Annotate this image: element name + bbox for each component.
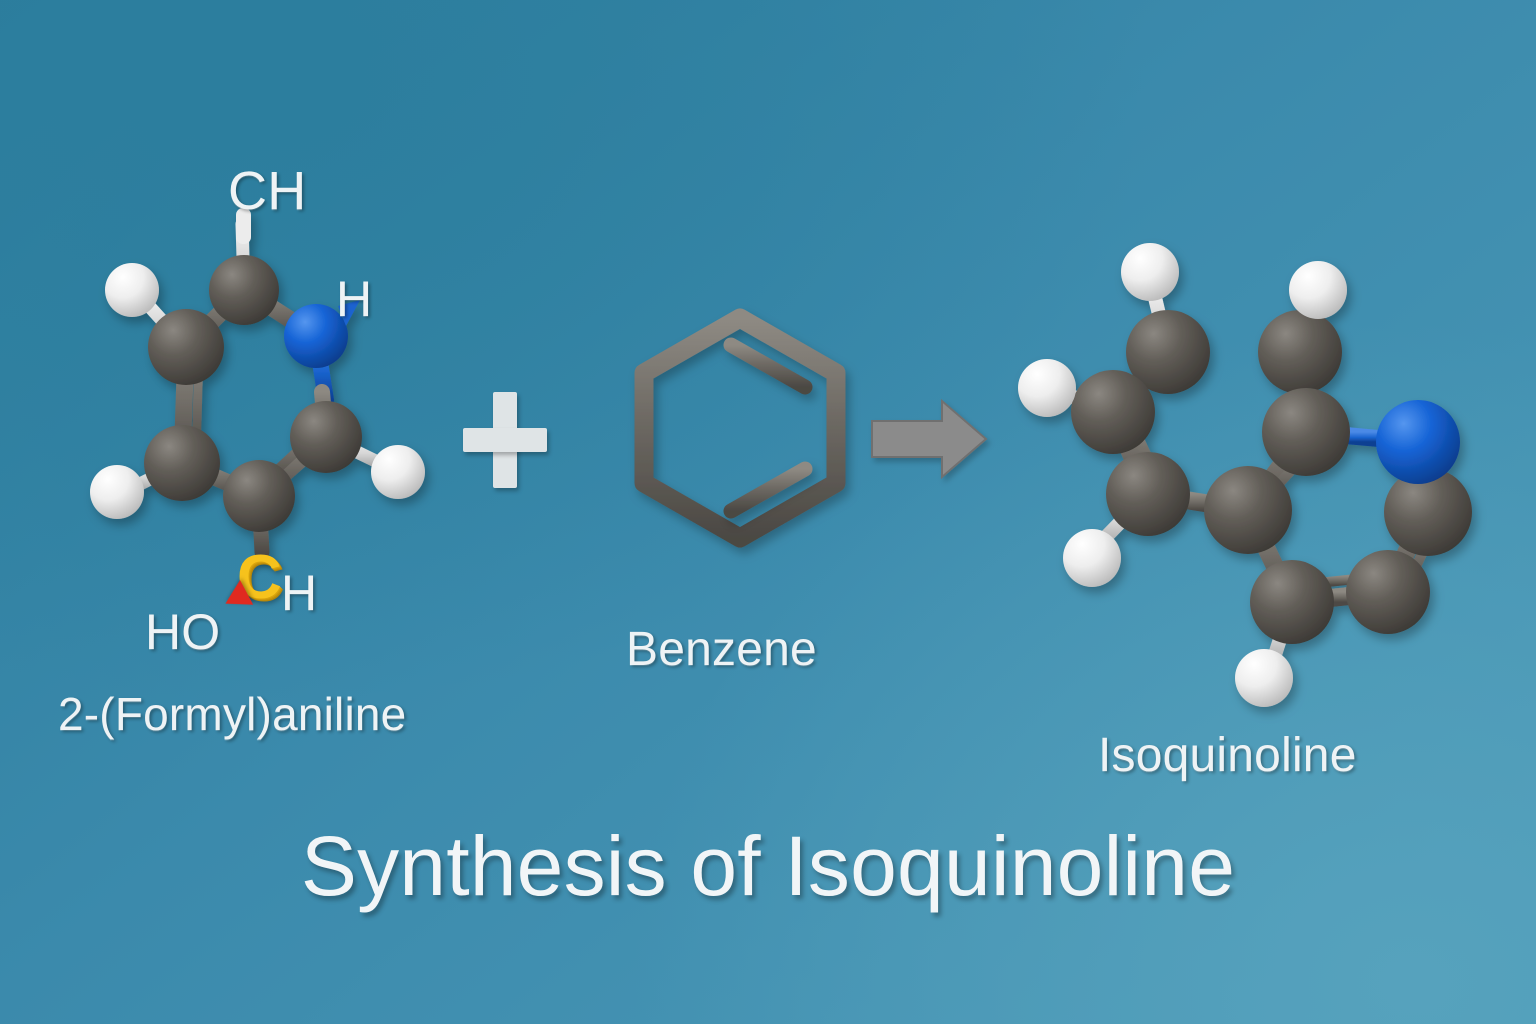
page-title: Synthesis of Isoquinoline <box>300 819 1236 913</box>
ch-label: CH <box>228 161 307 221</box>
carbon-atom <box>148 309 224 385</box>
hydrogen-atom <box>1289 261 1347 319</box>
carbon-atom <box>1126 310 1210 394</box>
product-1-label: Isoquinoline <box>1098 729 1357 782</box>
carbon-atom <box>1071 370 1155 454</box>
hydrogen-atom <box>90 465 144 519</box>
reactant-1-label: 2-(Formyl)aniline <box>58 688 407 740</box>
hydrogen-atom <box>1063 529 1121 587</box>
nitrogen-atom <box>1376 400 1460 484</box>
carbon-atom <box>1258 310 1342 394</box>
carbon-atom <box>1384 468 1472 556</box>
carbon-atom <box>290 401 362 473</box>
carbon-atom <box>223 460 295 532</box>
plus-sign-icon <box>463 392 547 488</box>
hydrogen-atom <box>371 445 425 499</box>
carbon-atom <box>144 425 220 501</box>
hydrogen-atom <box>105 263 159 317</box>
carbon-atom <box>1262 388 1350 476</box>
hydroxyl-label: HO <box>145 604 221 660</box>
plus-horizontal-bar <box>463 428 547 452</box>
formyl-carbon-label: C <box>237 543 282 612</box>
hydrogen-atom <box>1121 243 1179 301</box>
carbon-atom <box>209 255 279 325</box>
carbon-atom <box>1106 452 1190 536</box>
carbon-atom <box>1204 466 1292 554</box>
carbon-atom <box>1250 560 1334 644</box>
formyl-h-label: H <box>281 565 318 621</box>
amine-h-label: H <box>336 271 373 327</box>
hydrogen-atom <box>1018 359 1076 417</box>
carbon-atom <box>1346 550 1430 634</box>
reactant-2-label: Benzene <box>626 623 817 676</box>
hydrogen-atom <box>1235 649 1293 707</box>
